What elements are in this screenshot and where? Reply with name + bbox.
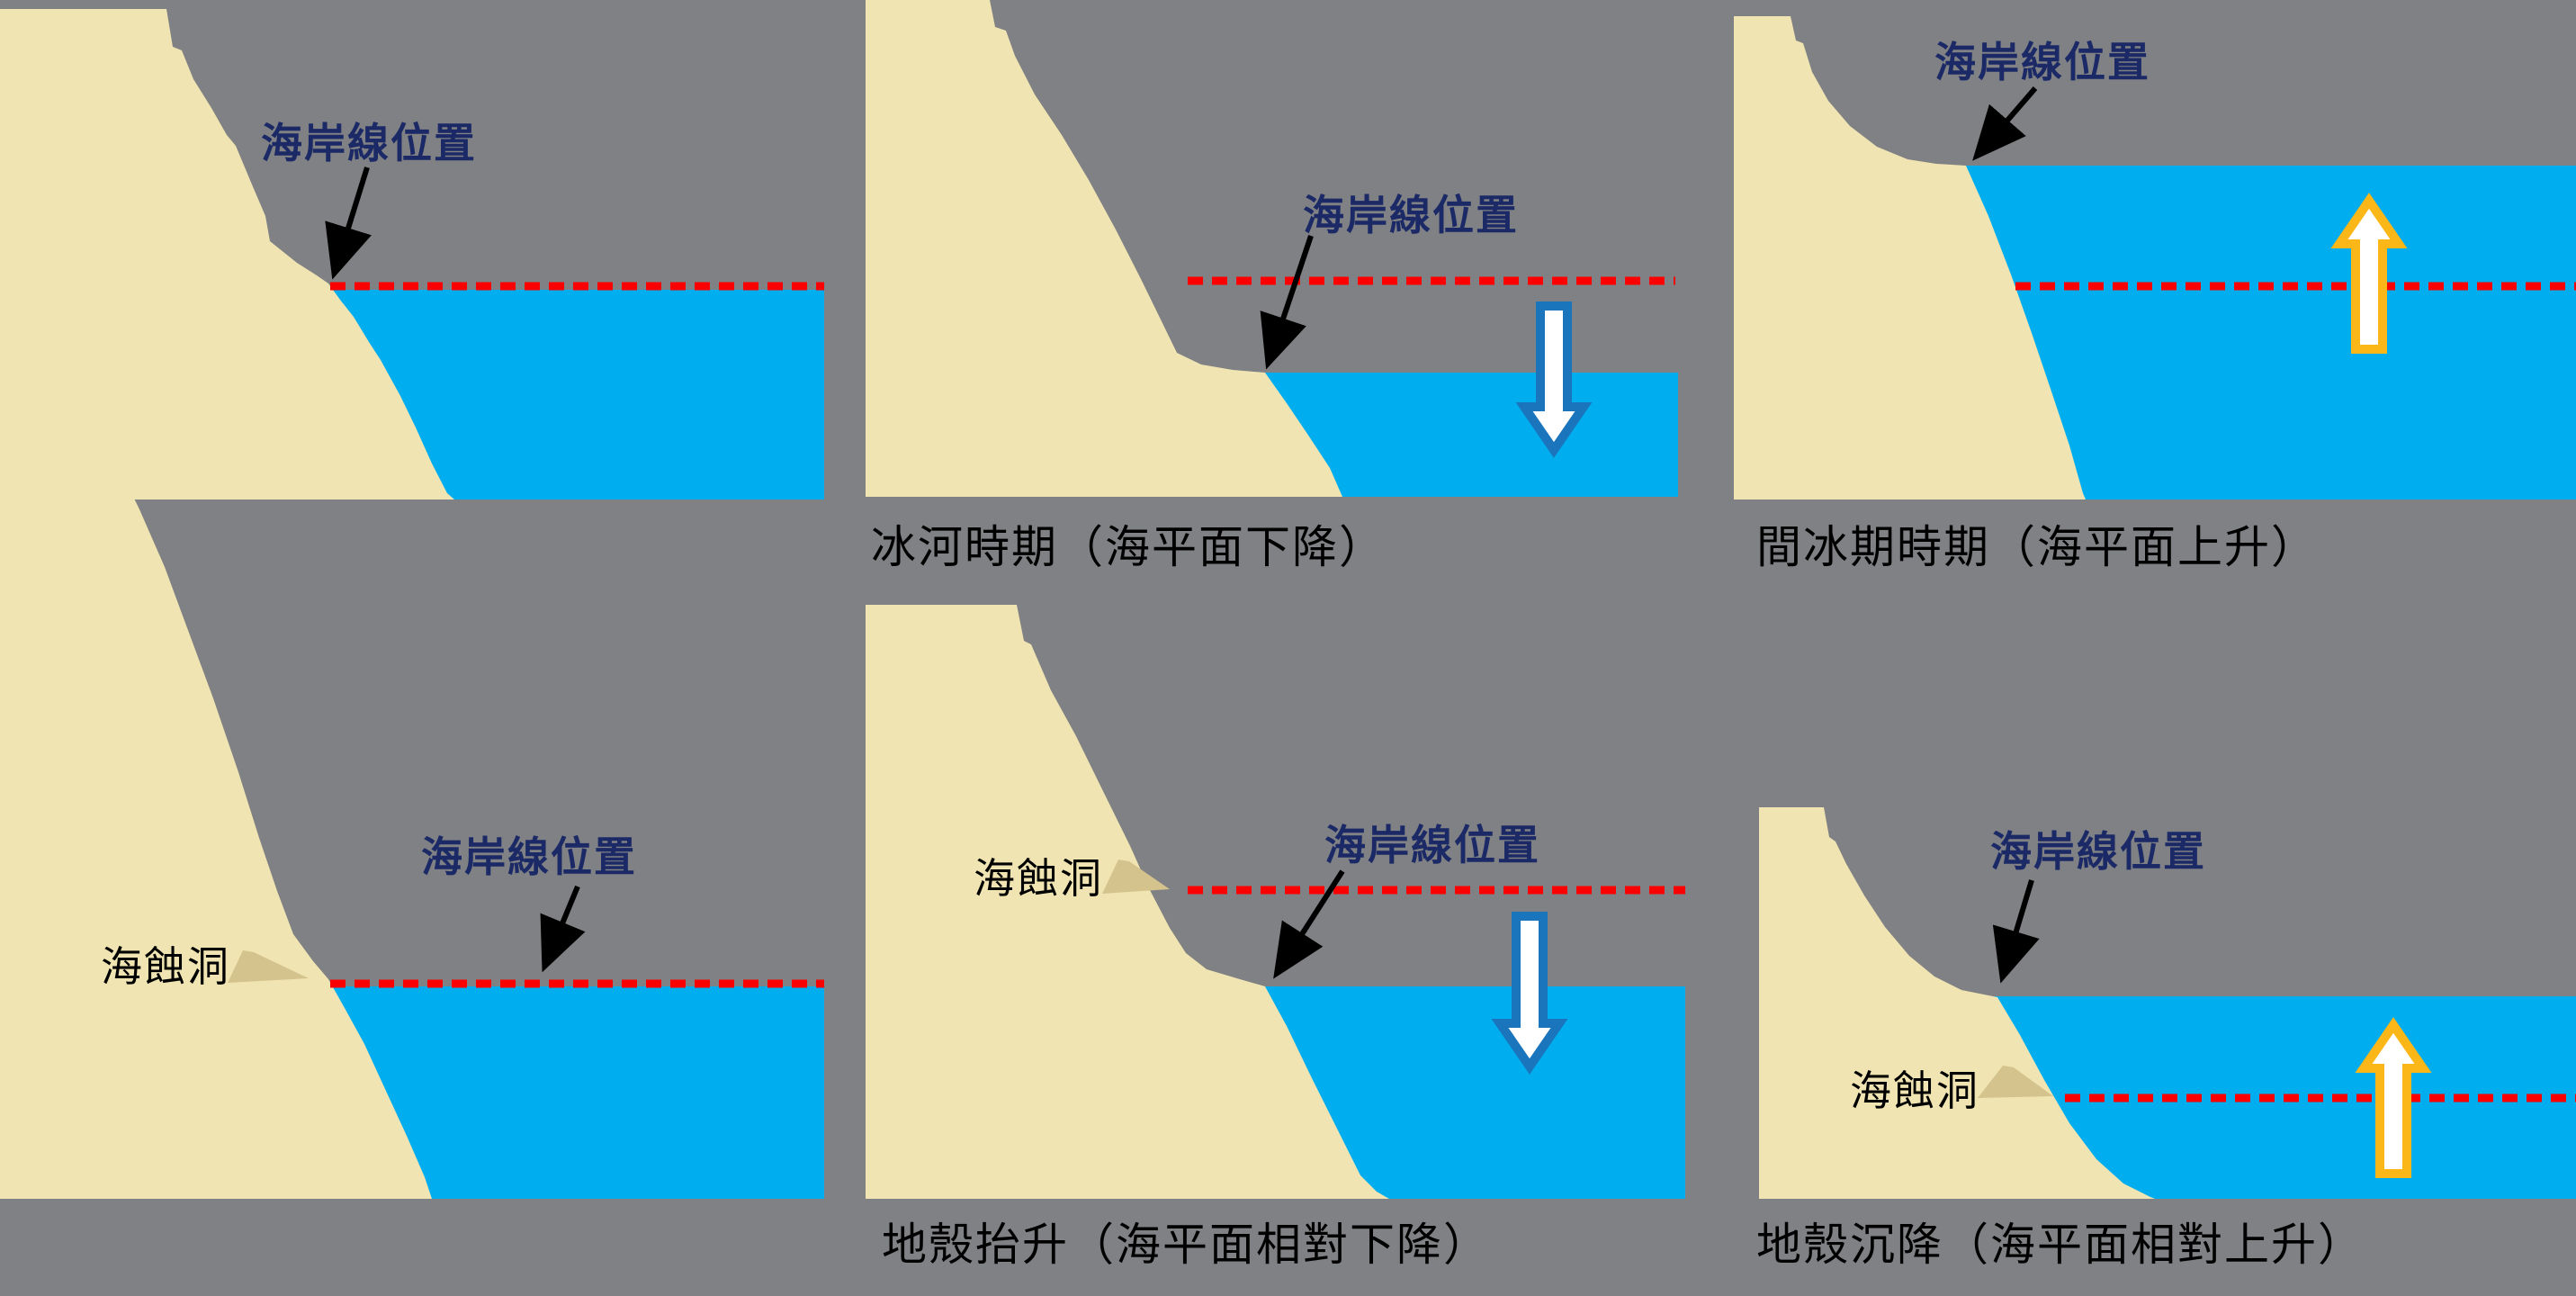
panel-caption: 地殼沉降（海平面相對上升） <box>1756 1219 2365 1271</box>
annotation-arrow <box>1273 869 1345 979</box>
panel-caption: 冰河時期（海平面下降） <box>871 521 1386 573</box>
panel-glacial-period: 海岸線位置 冰河時期（海平面下降） <box>866 0 1678 573</box>
panel-interglacial-period: 海岸線位置 間冰期時期（海平面上升） <box>1734 16 2576 573</box>
shoreline-label: 海岸線位置 <box>1990 827 2206 876</box>
sea-cave-label: 海蝕洞 <box>1850 1066 1979 1115</box>
annotation-arrow <box>1260 235 1314 370</box>
cliff-land <box>1734 16 2086 500</box>
sea-level-down-arrow <box>1515 302 1593 458</box>
annotation-arrow <box>540 885 586 973</box>
shoreline-label: 海岸線位置 <box>1934 38 2150 86</box>
sea-cave <box>228 950 309 983</box>
cliff-land <box>0 385 432 1199</box>
sea-level-up-arrow <box>2330 193 2408 354</box>
sea-cave-label: 海蝕洞 <box>101 942 230 991</box>
sea-level-down-arrow <box>1491 912 1568 1075</box>
cliff-land <box>0 9 454 500</box>
shoreline-label: 海岸線位置 <box>261 119 477 167</box>
panel-caption: 地殼抬升（海平面相對下降） <box>882 1219 1490 1271</box>
cliff-land <box>866 0 1342 497</box>
shoreline-label: 海岸線位置 <box>1324 821 1540 869</box>
panel-crustal-subsidence: 海岸線位置 海蝕洞 地殼沉降（海平面相對上升） <box>1756 807 2576 1271</box>
sea-level-up-arrow <box>2355 1017 2432 1178</box>
sea-cave <box>1978 1066 2053 1098</box>
panel-caption: 間冰期時期（海平面上升） <box>1756 521 2318 573</box>
panel-reference-bottom-left: 海岸線位置 海蝕洞 <box>0 385 824 1199</box>
annotation-arrow <box>1972 86 2038 161</box>
sea-cave-label: 海蝕洞 <box>974 854 1103 903</box>
sea-cave <box>1102 860 1170 894</box>
shoreline-label: 海岸線位置 <box>1303 191 1519 239</box>
annotation-arrow <box>325 166 372 280</box>
shoreline-label: 海岸線位置 <box>421 832 637 881</box>
panel-reference-top-left: 海岸線位置 <box>0 9 824 500</box>
cliff-land <box>866 605 1389 1199</box>
cliff-land <box>1759 807 2155 1199</box>
panel-crustal-uplift: 海岸線位置 海蝕洞 地殼抬升（海平面相對下降） <box>866 605 1685 1271</box>
annotation-arrow <box>1992 879 2040 984</box>
